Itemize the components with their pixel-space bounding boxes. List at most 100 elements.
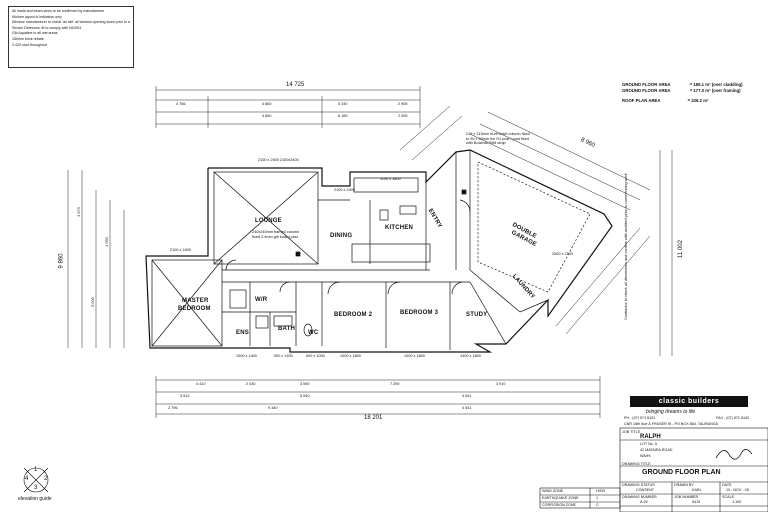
kitchen-sink [399,205,417,215]
drawing-status-label: DRAWING STATUS [622,483,655,487]
dim-top: 2 905 [398,102,408,106]
door-swing [327,281,341,295]
dim-top: 4 766 [176,102,186,106]
job-number: 9415 [692,500,701,504]
dim-top: 5 340 [338,102,348,106]
note-line: 2.420 stud throughout [12,42,47,47]
window-note-bedroom-3: 1000 x 1800 [404,354,425,358]
column [461,189,467,195]
corrosion-zone-label: CORROSION ZONE [542,503,577,507]
dim-bottom: 5 540 [300,394,310,398]
exterior-wall-outline [145,149,613,353]
kitchen-fridge [379,209,389,221]
area-schedule: GROUND FLOOR AREA = 185.1 m² (over cladd… [622,82,743,105]
title-block-border [619,427,768,512]
dim-top-overall: 14 725 [286,82,305,88]
room-label-dining: DINING [330,233,353,239]
earthquake-zone-value: 1 [596,496,599,500]
room-label-bedroom-3: BEDROOM 3 [400,310,439,316]
room-label-ens: ENS [236,330,249,336]
elevation-guide-west: 4 [25,476,29,482]
garage-parking-outline [477,161,591,293]
title-block-frame [539,427,768,512]
job-number-label: JOB NUMBER [674,495,699,499]
lounge-roof-line [213,171,319,265]
dim-bottom: 3 590 [300,382,310,386]
dim-line-diagonal [469,133,631,211]
master-roof-line [151,259,223,347]
master-walls [151,259,223,347]
ens-shower [255,315,269,329]
scale-label: SCALE [722,495,735,499]
elevation-guide-circle [23,467,49,493]
room-label-bedroom-2: BEDROOM 2 [334,312,373,318]
general-notes-box: All loads and beam sizes to be confirmed… [8,6,134,68]
note-line: 150mm brick rebate [12,36,44,41]
company-logo: classic builders [630,396,748,407]
contractor-side-note: Contractor to check all dimensions and c… [624,173,628,320]
dim-bottom: 4 541 [462,406,472,410]
study-wall [469,281,507,345]
corrosion-zone-value: C [596,503,599,507]
drawing-title: GROUND FLOOR PLAN [642,469,721,476]
bath-tub [273,315,293,327]
drawing-number: A-02 [640,500,648,504]
window-note-bath: 900 x 1400 [274,354,293,358]
job-street: 42 MATAIRA ROAD [640,448,673,452]
room-label-master-line2: BEDROOM [178,306,211,312]
room-label-wr: W/R [255,297,268,303]
drawn-by: KARL [692,488,702,492]
elevation-guide-cross [23,467,49,493]
dim-bottom: 7 290 [390,382,400,386]
dim-top: 4 860 [262,114,272,118]
company-phone: PH - (07) 571 6151 [624,416,656,420]
dim-left: 5 000 [90,297,95,307]
drawing-date: 13 - NOV - 06 [726,488,749,492]
drawing-status: CONSENT [636,488,655,492]
dim-line-diagonal [411,115,463,161]
dim-top: 2 905 [398,114,408,118]
interior-walls [151,150,591,350]
room-label-wc: WC [308,330,319,336]
dim-bottom-overall: 18 201 [364,415,383,421]
window-note-bedroom-2: 1000 x 1800 [340,354,361,358]
garage-wall [469,150,549,313]
signature [715,449,753,460]
dim-bottom: 2 796 [168,406,178,410]
room-label-bath: BATH [278,326,296,332]
window-note-lounge: 2100 x 2400 2100x2400 [258,158,299,162]
elevation-guide-symbol [23,467,49,493]
dim-right-overall: 11 002 [677,240,684,258]
dim-line-diagonal [487,111,651,191]
company-address: CNR 15th Ave & FRASER St - PO BOX 884, T… [624,422,719,426]
dim-bottom: 9 340 [268,406,278,410]
job-name: RALPH [640,434,661,440]
door-swing [279,281,291,293]
room-label-kitchen: KITCHEN [385,225,414,231]
drawing-title-label: DRAWING TITLE [622,462,651,466]
date-label: DATE [722,483,732,487]
elevation-guide-south: 3 [34,485,38,491]
note-line: All loads and beam sizes to be confirmed… [12,9,105,13]
job-lot: LOT No. 5 [640,442,657,446]
window-note-wc: 600 x 1000 [306,354,325,358]
earthquake-zone-label: EARTHQUAKE ZONE [542,496,579,500]
window-note-kitchen: 1100 x 1800 [380,177,401,181]
room-label-master-line1: MASTER [182,298,209,304]
window-note-study: 1400 x 1800 [460,354,481,358]
company-tagline: bringing dreams to life [646,409,696,415]
elevation-guide-north: 1 [34,467,38,473]
dim-bottom: 4 541 [462,394,472,398]
garage-door-note: 2300 x 2130 [552,252,573,256]
area-row: GROUND FLOOR AREA = 185.1 m² (over cladd… [622,82,743,87]
column [295,251,301,257]
dim-line-diagonal [565,235,651,335]
exterior-walls [145,149,613,353]
dim-bottom: 2 430 [246,382,256,386]
window-note-master: 2100 x 2400 [170,248,191,252]
dim-line-diagonal [555,227,641,327]
door-swing [451,281,463,295]
dim-line-diagonal [399,105,451,151]
drawing-number-label: DRAWING NUMBER [622,495,657,499]
